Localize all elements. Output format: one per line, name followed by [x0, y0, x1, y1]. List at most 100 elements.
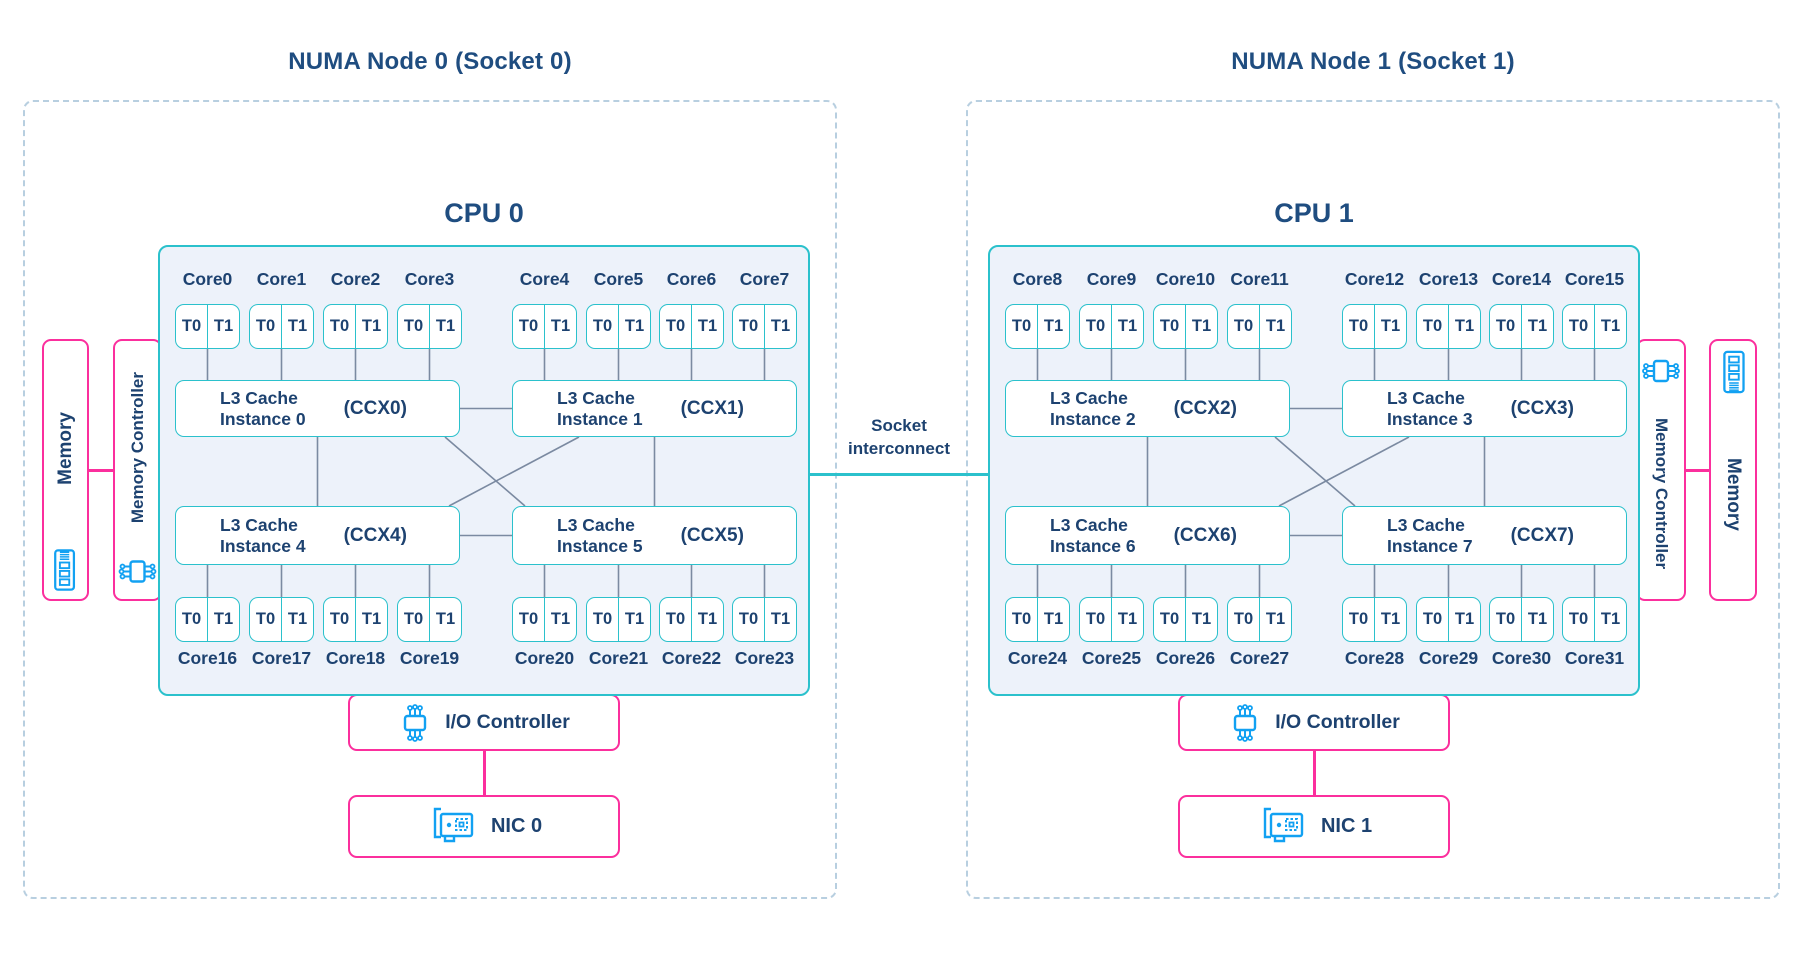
thread-t1: T1 [697, 610, 718, 628]
core-label: Core18 [325, 648, 386, 668]
thread-t0: T0 [587, 598, 619, 641]
thread-t1: T1 [1043, 610, 1064, 628]
thread-t0: T0 [660, 305, 692, 348]
memory-to-controller-link [1686, 469, 1709, 472]
thread-pair: T0 T1 [1153, 304, 1218, 349]
thread-t0: T0 [1080, 305, 1112, 348]
ccx-label: (CCX1) [680, 397, 744, 419]
ccx-label: (CCX4) [343, 524, 407, 546]
thread-t1: T1 [213, 317, 234, 335]
thread-t1: T1 [1527, 610, 1548, 628]
thread-t0: T0 [1228, 598, 1260, 641]
core-label: Core7 [739, 269, 790, 289]
nic-icon [426, 806, 478, 848]
socket-interconnect-line [810, 473, 988, 476]
memory-box: Memory [42, 339, 89, 601]
core-label: Core19 [399, 648, 460, 668]
cpu-1-label: CPU 1 [1274, 198, 1354, 228]
thread-t1: T1 [287, 610, 308, 628]
core-label: Core21 [588, 648, 649, 668]
thread-t0: T0 [513, 305, 545, 348]
core-label: Core2 [330, 269, 381, 289]
thread-t1: T1 [1600, 317, 1621, 335]
nic-box: NIC 1 [1178, 795, 1450, 858]
thread-pair: T0 T1 [249, 597, 314, 642]
io-controller-box: I/O Controller [1178, 694, 1450, 751]
numa-node-1-title: NUMA Node 1 (Socket 1) [1231, 48, 1515, 75]
cpu-connector-lines [1036, 349, 1596, 597]
memory-controller-label: Memory Controller [127, 372, 147, 524]
thread-t0: T0 [1228, 305, 1260, 348]
thread-t1: T1 [1527, 317, 1548, 335]
thread-t0: T0 [733, 598, 765, 641]
thread-t0: T0 [1563, 598, 1595, 641]
core-label: Core5 [593, 269, 644, 289]
thread-t1: T1 [550, 317, 571, 335]
thread-pair: T0 T1 [1079, 597, 1144, 642]
thread-t0: T0 [1080, 598, 1112, 641]
core-label: Core11 [1230, 269, 1289, 289]
core-label: Core23 [734, 648, 795, 668]
thread-pair: T0 T1 [1489, 597, 1554, 642]
thread-t0: T0 [587, 305, 619, 348]
core-label: Core6 [666, 269, 717, 289]
thread-pair: T0 T1 [732, 597, 797, 642]
thread-t1: T1 [550, 610, 571, 628]
io-to-nic-link [1313, 750, 1316, 796]
thread-pair: T0 T1 [512, 304, 577, 349]
thread-t1: T1 [770, 610, 791, 628]
memory-controller-chip-icon [118, 549, 158, 594]
core-label: Core31 [1564, 648, 1625, 668]
memory-controller-box: Memory Controller [113, 339, 162, 601]
ram-icon [45, 549, 87, 592]
thread-t1: T1 [1191, 317, 1212, 335]
thread-t0: T0 [324, 305, 356, 348]
thread-t0: T0 [733, 305, 765, 348]
thread-t1: T1 [1117, 610, 1138, 628]
thread-t0: T0 [1006, 305, 1038, 348]
core-label: Core8 [1012, 269, 1063, 289]
ccx-label: (CCX6) [1173, 524, 1237, 546]
thread-t0: T0 [1490, 598, 1522, 641]
core-label: Core22 [661, 648, 722, 668]
thread-t0: T0 [250, 598, 282, 641]
thread-t1: T1 [1191, 610, 1212, 628]
core-label: Core27 [1229, 648, 1290, 668]
io-to-nic-link [483, 750, 486, 796]
thread-t1: T1 [435, 610, 456, 628]
core-label: Core30 [1491, 648, 1552, 668]
ccx-label: (CCX2) [1173, 397, 1237, 419]
thread-t1: T1 [1380, 317, 1401, 335]
nic-box: NIC 0 [348, 795, 620, 858]
thread-t0: T0 [1154, 305, 1186, 348]
thread-t0: T0 [1417, 598, 1449, 641]
memory-controller-label: Memory Controller [1652, 418, 1671, 570]
core-label: Core3 [404, 269, 455, 289]
memory-label: Memory [54, 411, 76, 485]
ccx-label: (CCX7) [1510, 524, 1574, 546]
